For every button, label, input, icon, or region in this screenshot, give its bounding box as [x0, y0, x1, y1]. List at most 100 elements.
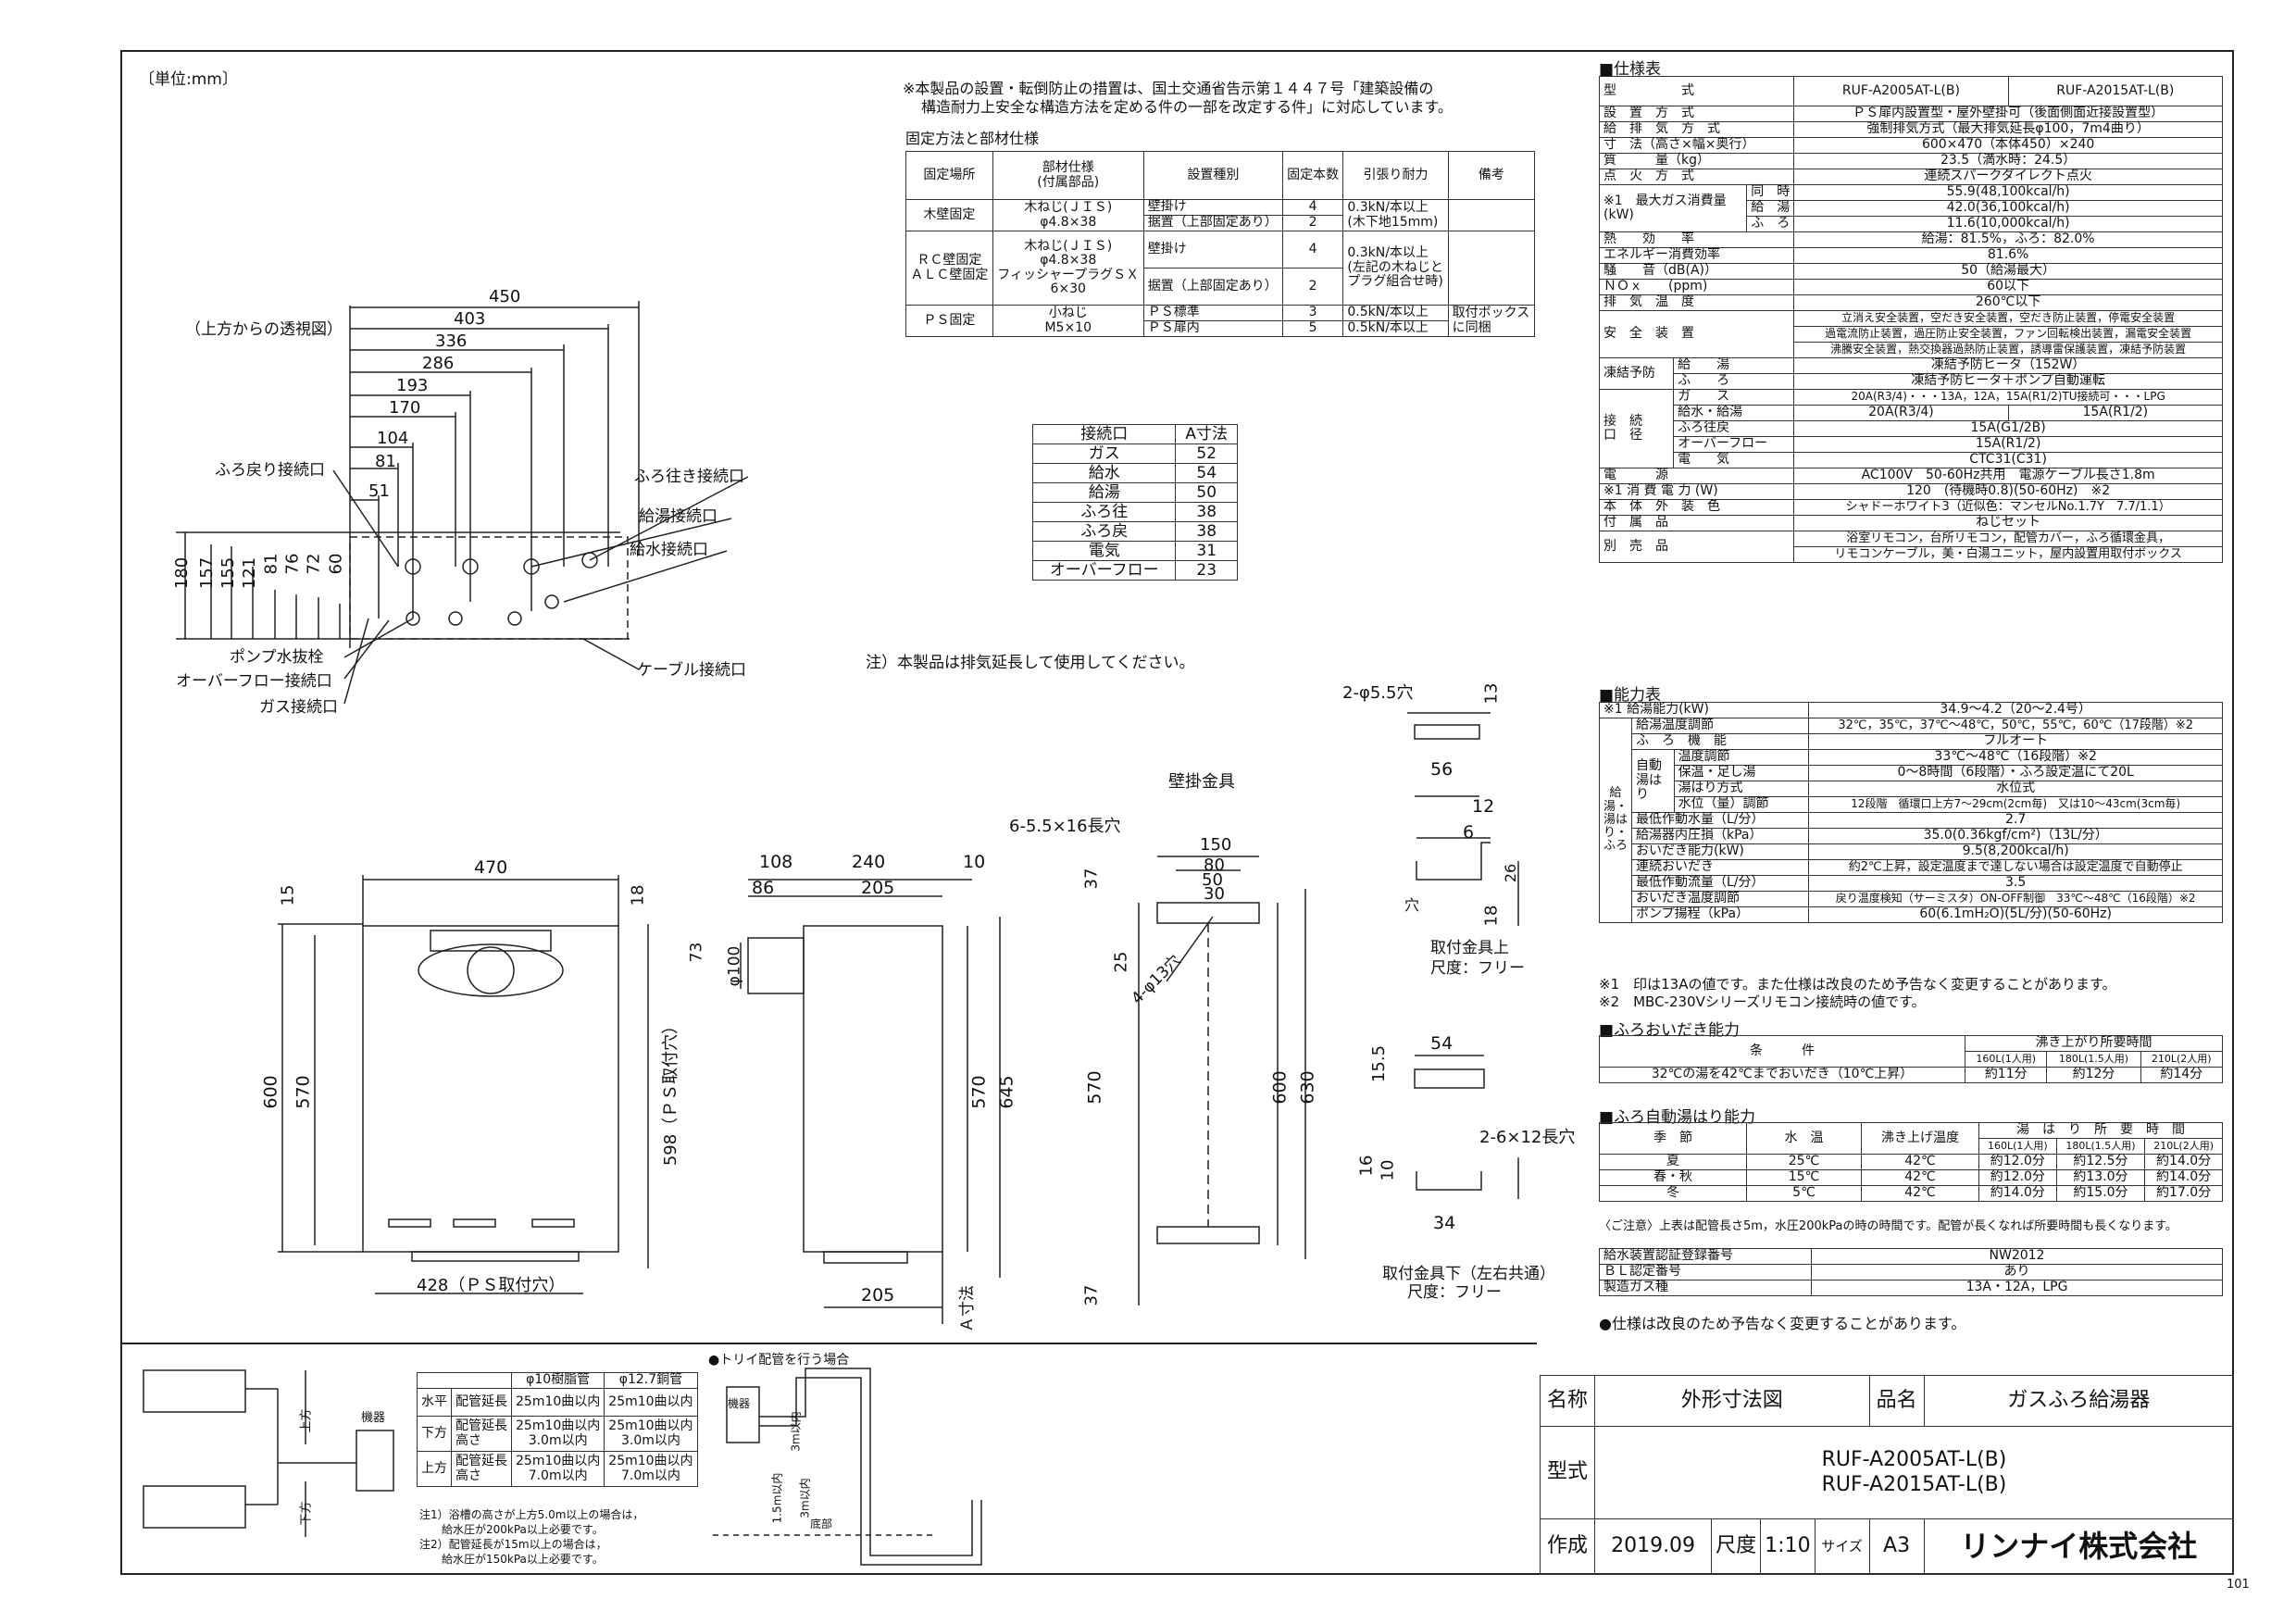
dim-403: 403: [454, 309, 486, 329]
yuhari-cell: 42℃: [1861, 1185, 1979, 1202]
cert-value: 13A・12A，LPG: [1811, 1280, 2223, 1296]
pipe-cell: 配管延長 高さ: [451, 1451, 512, 1487]
cap-label: ふ ろ 機 能: [1630, 733, 1810, 750]
lower-name: 取付金具下（左右共通）: [1382, 1265, 1555, 1283]
pipe-header: φ12.7銅管: [604, 1372, 698, 1389]
spec-title: ■仕様表: [1599, 60, 1662, 79]
pipe-note-4: 給水圧が150kPa以上必要です。: [419, 1553, 604, 1566]
piping-divider: [120, 1343, 1537, 1344]
spec-value: CTC31(C31): [1793, 452, 2223, 468]
dim-v-121: 121: [240, 556, 260, 590]
fixing-header: 固定場所: [905, 151, 993, 200]
oidaki-col: 210L(2人用): [2140, 1051, 2224, 1068]
trap-heater: 機器: [728, 1397, 751, 1410]
fixing-table: 固定場所 部材仕様 (付属部品) 設置種別 固定本数 引張り耐力 備考 木壁固定…: [905, 151, 1536, 337]
spec-label: 接 続 口 径: [1598, 389, 1675, 468]
fixing-cell: 0.3kN/本以上 (左記の木ねじと プラグ組合せ時): [1342, 231, 1449, 306]
front-top-15: 15: [278, 884, 298, 906]
spec-value: ＰＳ扉内設置型・屋外壁掛可（後面側面近接設置型）: [1793, 106, 2223, 122]
spec-label: オーバーフロー: [1673, 436, 1795, 453]
upper-18: 18: [1481, 905, 1502, 927]
yuhari-cell: 5℃: [1746, 1185, 1862, 1202]
fixing-cell: 壁掛け: [1142, 231, 1283, 269]
spec-value: 浴室リモコン，台所リモコン，配管カバー，ふろ循環金具，: [1793, 531, 2223, 547]
bracket-50: 50: [1202, 870, 1223, 890]
side-86: 86: [752, 878, 775, 898]
bracket-37: 37: [1081, 868, 1102, 890]
dim-81: 81: [375, 452, 396, 471]
yuhari-cell: 約14.0分: [2144, 1169, 2223, 1186]
spec-model: RUF-A2005AT-L(B): [1793, 76, 2009, 106]
oidaki-col: 180L(1.5人用): [2046, 1051, 2141, 1068]
cap-note-1: ※1 印は13Aの値です。また仕様は改良のため予告なく変更することがあります。: [1599, 976, 2116, 993]
yuhari-header: 沸き上げ温度: [1861, 1122, 1979, 1155]
bracket-570: 570: [1084, 1070, 1105, 1105]
spec-value: AC100V 50-60Hz共用 電源ケーブル長さ1.8m: [1793, 468, 2223, 484]
unit-label: 〔単位:mm〕: [139, 70, 238, 89]
side-bottom-205: 205: [861, 1285, 895, 1305]
yuhari-col: 180L(1.5人用): [2055, 1138, 2146, 1155]
cap-label: 給湯温度調節: [1630, 718, 1810, 734]
bracket-30: 30: [1204, 884, 1225, 904]
cert-value: あり: [1811, 1264, 2223, 1280]
bracket-600: 600: [1269, 1070, 1291, 1105]
oidaki-header: 条 件: [1599, 1035, 1965, 1068]
front-width: 470: [474, 857, 508, 878]
cap-label: おいだき温度調節: [1630, 891, 1810, 907]
cap-value: 水位式: [1808, 781, 2223, 797]
yuhari-header: 湯 は り 所 要 時 間: [1978, 1122, 2223, 1139]
spec-value: シャドーホワイト3（近似色：マンセルNo.1.7Y 7.7/1.1）: [1793, 499, 2223, 516]
cap-label: ポンプ揚程（kPa）: [1630, 906, 1810, 923]
fixing-cell: 据置（上部固定あり）: [1142, 215, 1283, 231]
pipe-header: [417, 1372, 512, 1389]
yuhari-note: 〈ご注意〉上表は配管長さ5m，水圧200kPaの時の時間です。配管が長くなれば所…: [1599, 1219, 2177, 1233]
dim-v-76: 76: [282, 553, 303, 575]
spec-value: 260℃以下: [1793, 294, 2223, 311]
trap-l3: 3m以内: [798, 1478, 812, 1518]
cap-label: 連続おいだき: [1630, 859, 1810, 876]
conn-cell: 50: [1175, 482, 1238, 503]
tb-date: 2019.09: [1593, 1518, 1713, 1575]
front-w-428: 428（ＰＳ取付穴）: [417, 1276, 566, 1295]
fixing-cell: 0.5kN/本以上: [1342, 320, 1449, 337]
label-overflow: オーバーフロー接続口: [176, 672, 332, 691]
fixing-cell: [1447, 199, 1536, 231]
drawing-frame: [120, 50, 2234, 1575]
cap-value: 2.7: [1808, 812, 2223, 829]
fixing-cell: ＰＳ固定: [905, 305, 993, 337]
upper-56: 56: [1430, 759, 1454, 780]
lower-10: 10: [1378, 1159, 1398, 1181]
notice-line1: ※本製品の設置・転倒防止の措置は、国土交通省告示第１４４７号「建築設備の: [903, 80, 1434, 97]
fixing-cell: ＲＣ壁固定 ＡＬＣ壁固定: [905, 231, 993, 306]
spec-value: 給湯：81.5%，ふろ：82.0%: [1793, 231, 2223, 248]
spec-label: 型 式: [1598, 76, 1795, 106]
cap-value: 34.9～4.2（20～2.4号）: [1808, 702, 2223, 718]
conn-header: 接続口: [1031, 424, 1177, 444]
label-pump-drain: ポンプ水抜栓: [230, 648, 324, 667]
spec-label: 点 火 方 式: [1598, 169, 1795, 185]
spec-value: 55.9(48,100kcal/h): [1793, 184, 2223, 201]
spec-label: 別 売 品: [1598, 531, 1795, 563]
dim-v-81: 81: [261, 553, 281, 575]
fixing-cell: 木壁固定: [905, 199, 993, 231]
spec-value: リモコンケーブル，美・白湯ユニット，屋内設置用取付ボックス: [1793, 546, 2223, 563]
pipe-cell: 25m10曲以内 3.0m以内: [510, 1416, 605, 1452]
upper-scale: 尺度：フリー: [1430, 959, 1525, 978]
dim-286: 286: [422, 354, 455, 373]
fixing-header: 部材仕様 (付属部品): [992, 151, 1144, 200]
lower-16: 16: [1356, 1155, 1377, 1177]
label-water-supply: 給水接続口: [630, 541, 708, 559]
fixing-header: 設置種別: [1142, 151, 1283, 200]
side-570: 570: [968, 1075, 990, 1109]
pipe-cell: 上方: [417, 1451, 452, 1487]
dim-v-155: 155: [218, 556, 239, 590]
bracket-37-b: 37: [1081, 1284, 1102, 1306]
label-furo-return: ふろ戻り接続口: [215, 461, 325, 480]
dim-104: 104: [377, 429, 409, 448]
pipe-cell: 水平: [417, 1388, 452, 1417]
side-108: 108: [759, 852, 793, 872]
trap-bottom: 底部: [810, 1518, 833, 1530]
